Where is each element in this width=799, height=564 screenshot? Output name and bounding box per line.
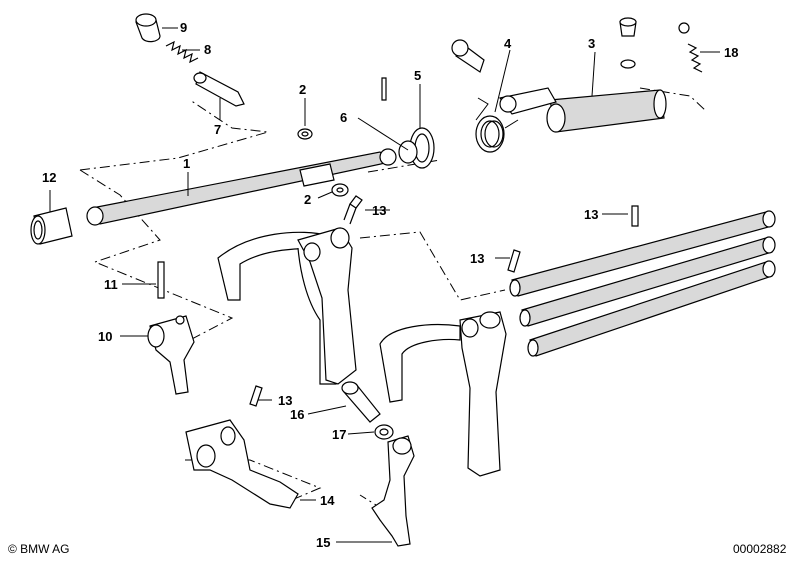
callout-13c: 13 — [470, 251, 484, 266]
part-6-ring — [398, 140, 418, 164]
part-12-sleeve — [30, 207, 73, 245]
leader-lines — [49, 27, 720, 543]
part-13-pin-c — [507, 249, 521, 273]
callout-4: 4 — [504, 36, 512, 51]
part-13-pin-a — [343, 195, 363, 225]
callout-17: 17 — [332, 427, 346, 442]
part-11-pin — [157, 261, 165, 299]
callout-13a: 13 — [372, 203, 386, 218]
part-13-pin-b — [631, 205, 639, 227]
callout-13b: 13 — [584, 207, 598, 222]
callout-8: 8 — [204, 42, 211, 57]
callout-2a: 2 — [299, 82, 306, 97]
part-17-washer — [374, 424, 394, 440]
shift-rod-upper — [509, 210, 776, 297]
part-9-cap — [135, 13, 161, 43]
part-2-washer-top — [297, 128, 313, 140]
callout-1: 1 — [183, 156, 190, 171]
callout-9: 9 — [180, 20, 187, 35]
part-18-spring — [687, 43, 703, 73]
callout-18: 18 — [724, 45, 738, 60]
part-16-bolt — [341, 381, 381, 423]
part-3-nipple — [619, 17, 637, 69]
callout-3: 3 — [588, 36, 595, 51]
part-18-ball — [678, 22, 690, 34]
callout-10: 10 — [98, 329, 112, 344]
image-number: 00002882 — [733, 542, 787, 556]
shift-rod-middle — [519, 236, 776, 327]
part-7-pin — [193, 71, 245, 107]
callout-15: 15 — [316, 535, 330, 550]
part-14-lever — [185, 419, 299, 509]
part-3-selector-shaft — [498, 87, 667, 133]
part-13-pin-d — [249, 385, 263, 407]
copyright-text: © BMW AG — [8, 542, 70, 556]
small-pin — [381, 77, 387, 101]
callout-11: 11 — [104, 277, 118, 292]
callout-16: 16 — [290, 407, 304, 422]
part-4-sleeve — [451, 39, 485, 73]
callout-14: 14 — [320, 493, 335, 508]
part-8-spring — [165, 40, 199, 64]
callout-5: 5 — [414, 68, 421, 83]
shift-fork-large — [217, 227, 357, 385]
callout-12: 12 — [42, 170, 56, 185]
callout-6: 6 — [340, 110, 347, 125]
callout-13d: 13 — [278, 393, 292, 408]
part-1-shift-rod — [86, 148, 397, 226]
shift-rod-lower — [527, 260, 776, 357]
part-4-torsion-spring — [475, 97, 519, 153]
callout-2b: 2 — [304, 192, 311, 207]
part-2-washer-bottom — [331, 183, 349, 197]
part-15-lever — [371, 435, 415, 547]
callout-labels: 9 8 7 1 2 2 6 5 4 3 18 13 13 13 12 11 10… — [42, 20, 738, 550]
part-10-selector-head — [147, 315, 195, 395]
callout-7: 7 — [214, 122, 221, 137]
shift-fork-right — [379, 311, 507, 477]
